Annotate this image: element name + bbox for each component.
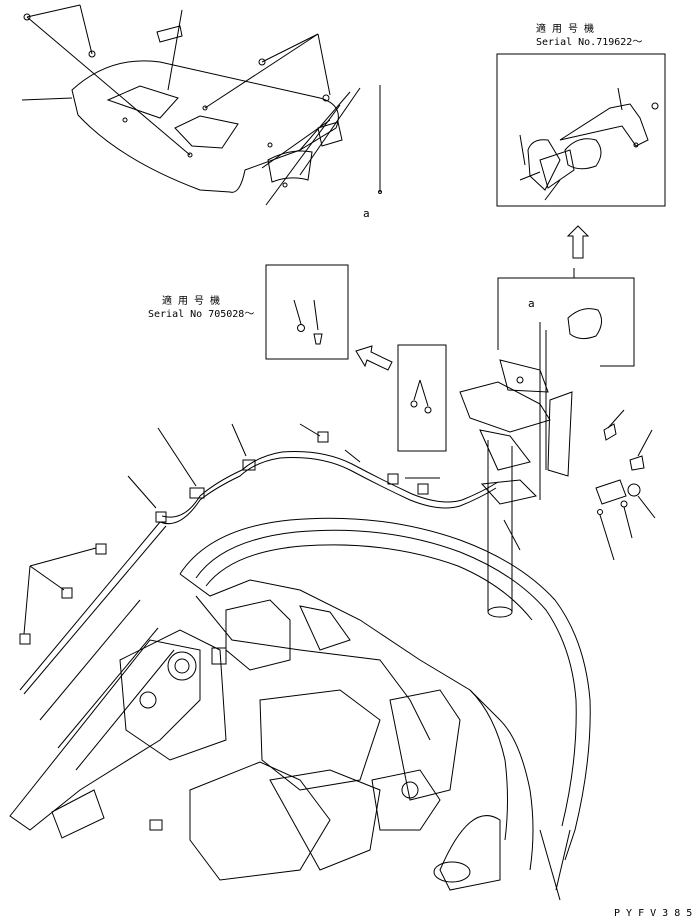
- inset-middle-applicable-label: 適 用 号 機: [162, 296, 221, 307]
- drawing-code: P Y F V 3 8 5: [614, 908, 693, 919]
- left-arrow-icon: [355, 345, 393, 371]
- inset-top-right-serial-label: Serial No.719622～: [536, 37, 643, 48]
- counterweight-body: [9, 517, 591, 901]
- inset-box-serial-719622: [496, 53, 666, 207]
- inset-top-right-applicable-label: 適 用 号 機: [536, 24, 595, 35]
- wiring-harness: [19, 423, 499, 695]
- inset-box-serial-705028: [265, 264, 349, 360]
- up-arrow-icon: [566, 225, 590, 259]
- callout-a-middle: a: [528, 297, 535, 310]
- inset-middle-serial-label: Serial No 705028～: [148, 309, 255, 320]
- top-floor-bolts: [122, 105, 382, 194]
- bolt-detail-box: [397, 344, 447, 452]
- floor-cover-assembly: [21, 4, 381, 206]
- left-clips: [19, 543, 107, 645]
- right-small-parts: [595, 409, 656, 561]
- callout-a-top: a: [363, 207, 370, 220]
- lamp-bracket-assembly: [459, 268, 635, 618]
